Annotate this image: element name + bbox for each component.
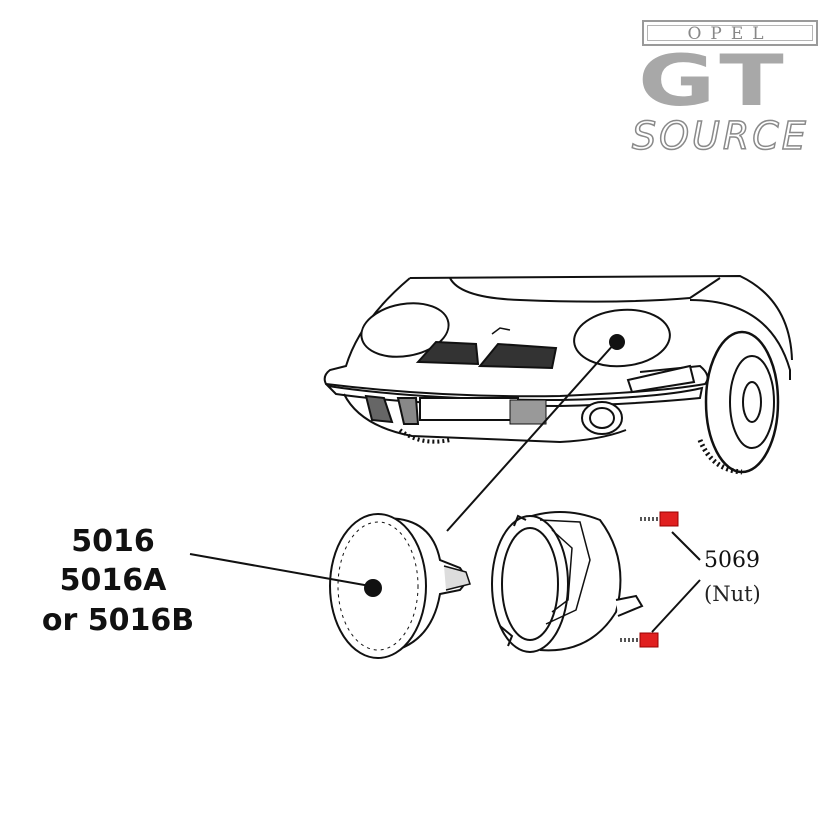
part-number-5016a: 5016A [59, 563, 167, 598]
opel-gt-source-logo: OPEL GT SOURCE [630, 18, 830, 158]
leader-line-car [446, 342, 616, 532]
nut-description: (Nut) [704, 582, 761, 606]
callout-dot-headlamp [364, 579, 382, 597]
leader-line-headlamp [189, 553, 371, 587]
logo-opel-frame: OPEL [642, 20, 818, 46]
part-number-5016: 5016 [71, 524, 155, 559]
nut-5069-top [640, 511, 679, 527]
callout-dot-car [609, 334, 625, 350]
headlamp-bucket-illustration [491, 511, 644, 653]
leader-line-nut-bottom [651, 579, 701, 633]
nut-5069-bottom [620, 632, 659, 648]
logo-gt-text: GT [638, 40, 790, 122]
sealed-beam-headlamp-illustration [329, 513, 471, 659]
part-number-5069: 5069 [704, 548, 760, 573]
part-number-5016b: or 5016B [41, 603, 195, 638]
logo-source-text: SOURCE [631, 114, 809, 158]
leader-line-nut-top [671, 531, 701, 561]
car-front-illustration [323, 274, 793, 475]
